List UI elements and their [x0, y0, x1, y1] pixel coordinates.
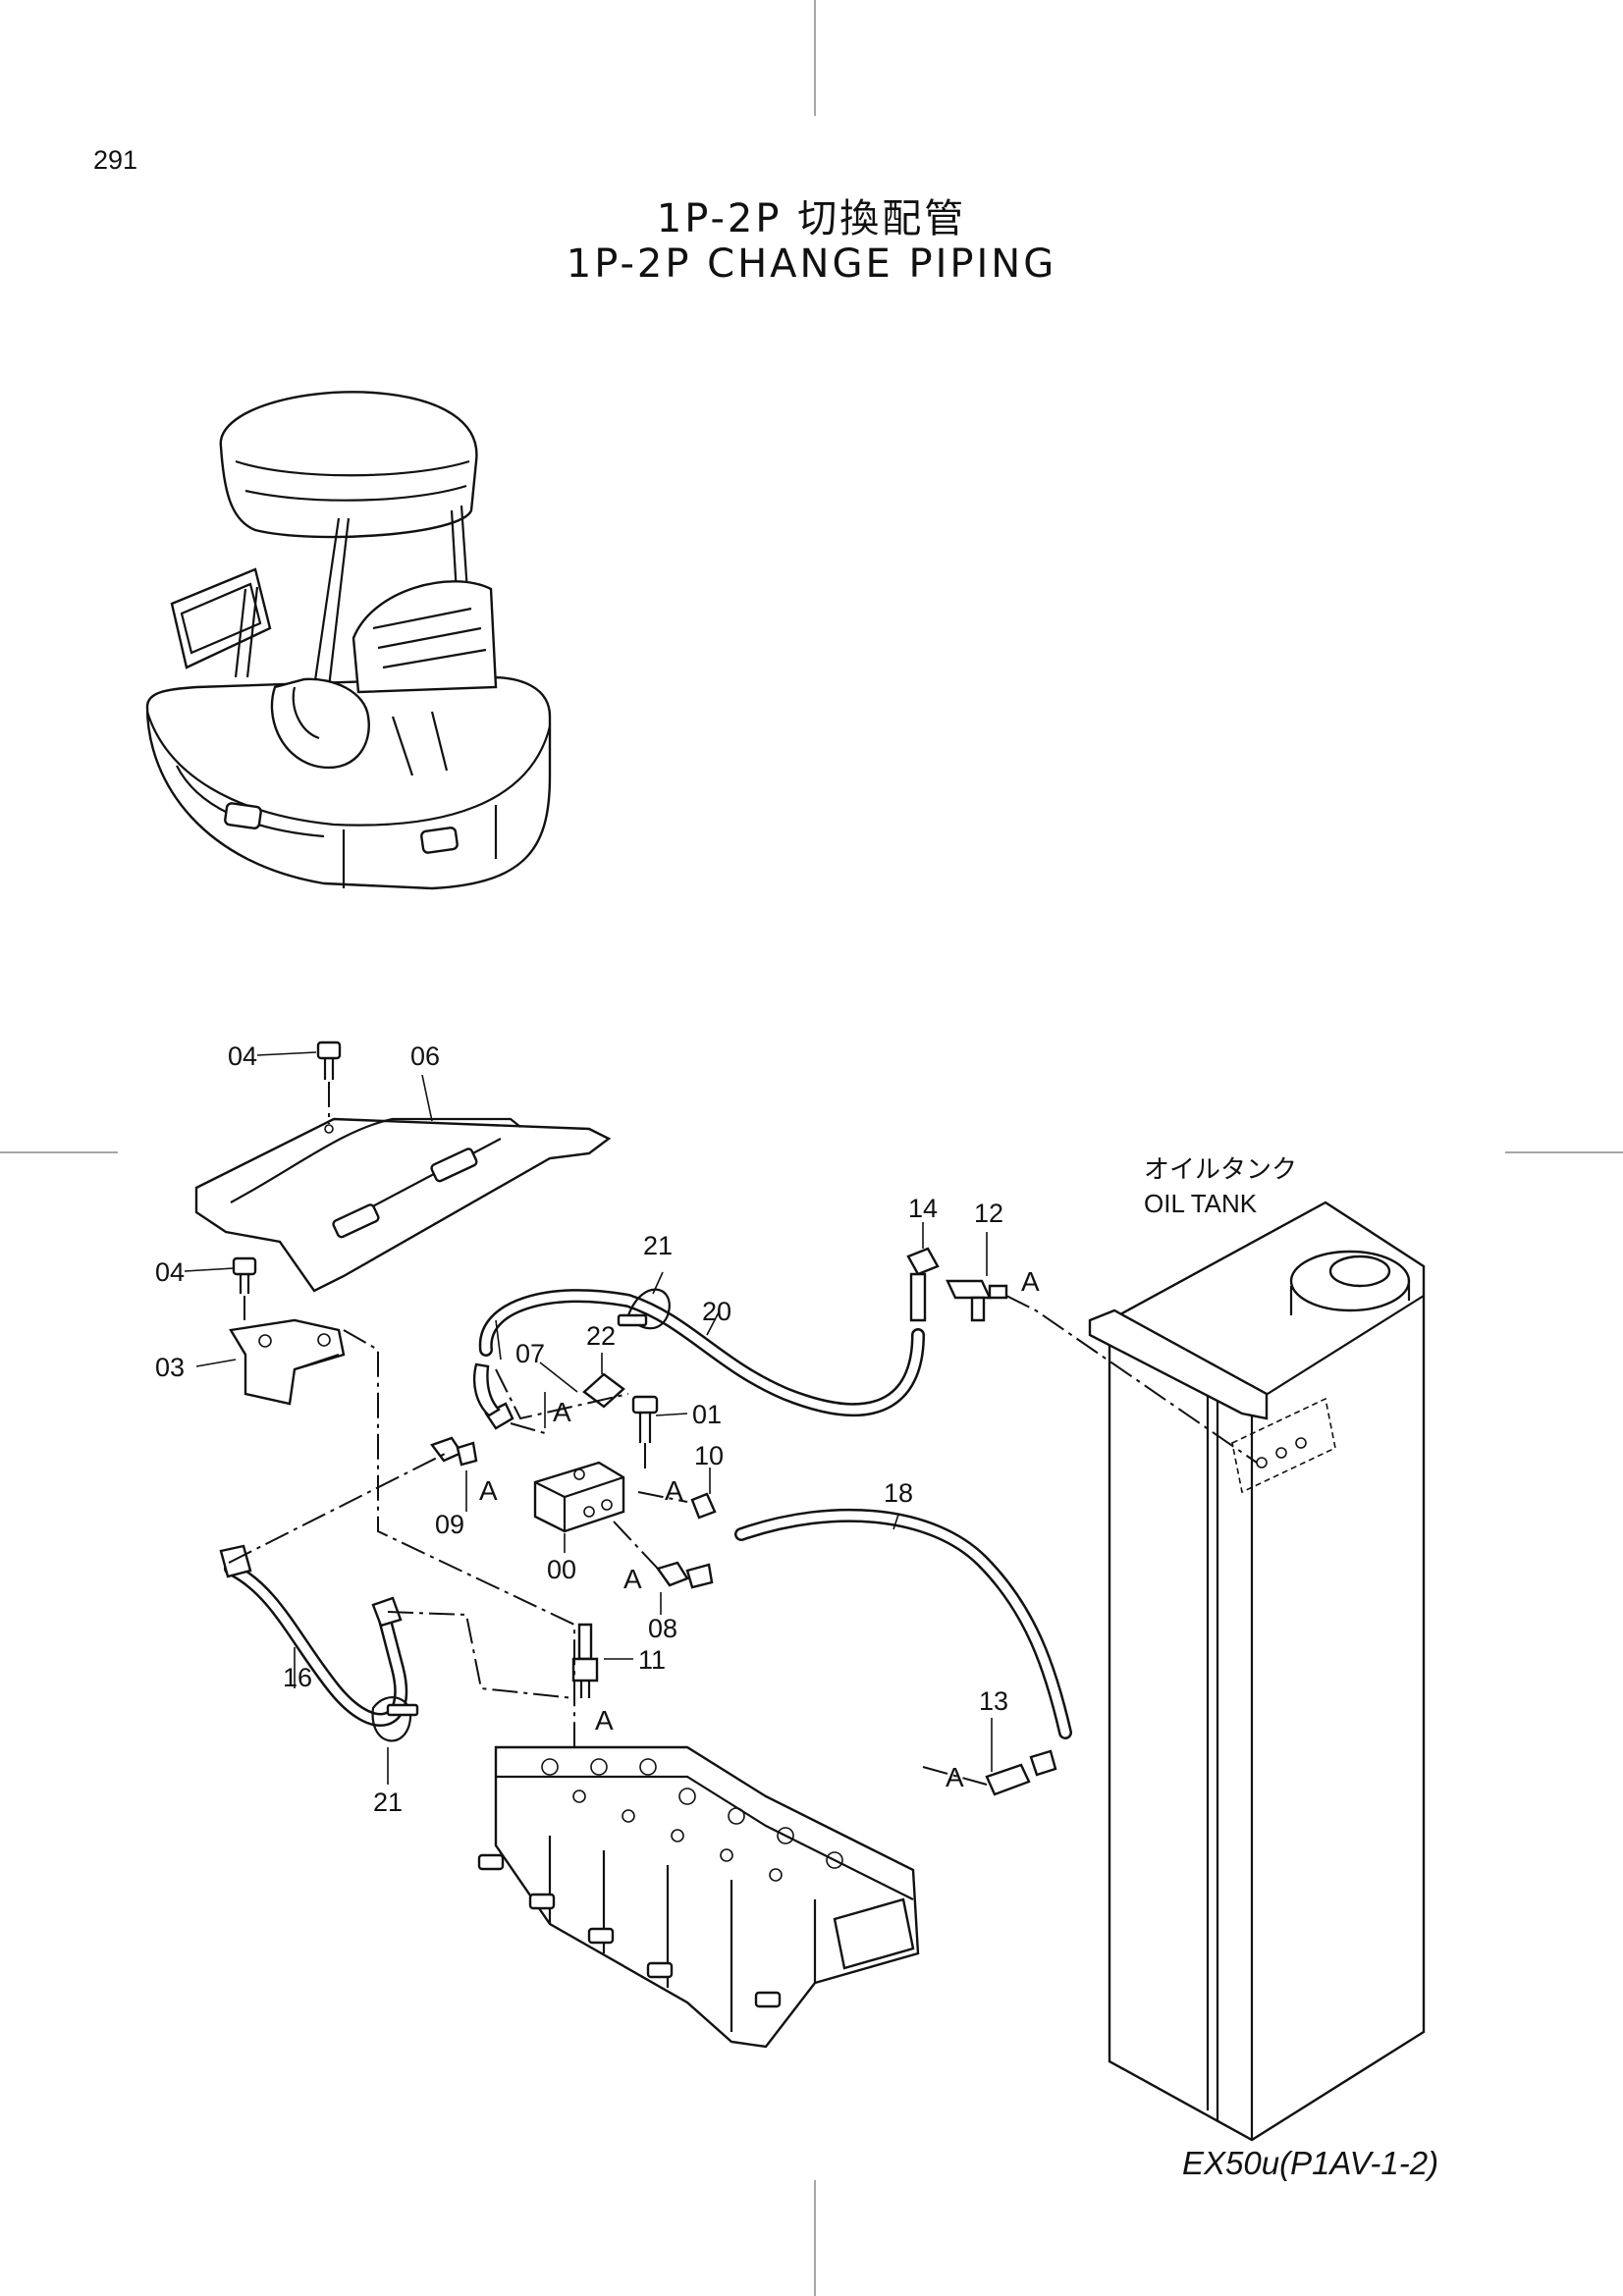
- excavator-overview-illustration: [145, 391, 552, 890]
- bolt-04-upper: [316, 1041, 342, 1124]
- adapter-11: [571, 1623, 599, 1698]
- section-mark-a-08: A: [623, 1564, 642, 1594]
- hose-16: [219, 1544, 408, 1727]
- hose-20: [478, 1289, 925, 1417]
- section-mark-a-11: A: [595, 1705, 614, 1735]
- section-mark-a-10: A: [665, 1475, 683, 1506]
- page-number: 291: [93, 145, 138, 175]
- callout-22: 22: [586, 1321, 616, 1351]
- section-mark-a-09: A: [479, 1475, 498, 1506]
- assembly-centerlines: [228, 1295, 1258, 1786]
- callout-12: 12: [974, 1199, 1003, 1228]
- bolt-01: [631, 1395, 659, 1470]
- plug-10: [690, 1492, 717, 1520]
- oil-tank-label-jp: オイルタンク: [1144, 1154, 1297, 1184]
- cover-plate-06: [194, 1117, 612, 1293]
- callout-21-lower: 21: [373, 1788, 403, 1817]
- bracket-03: [229, 1318, 346, 1406]
- callout-01: 01: [692, 1400, 722, 1429]
- elbow-14: [906, 1247, 940, 1322]
- callout-08: 08: [648, 1614, 677, 1643]
- callout-03: 03: [155, 1353, 185, 1382]
- callout-04-lower: 04: [155, 1257, 185, 1287]
- section-a-marks: A A A A A A A: [479, 1266, 1040, 1792]
- callout-20: 20: [702, 1297, 731, 1326]
- section-mark-a-13: A: [946, 1762, 964, 1792]
- oil-tank-label: オイルタンク OIL TANK: [1144, 1154, 1297, 1218]
- control-valve-assembly: [477, 1745, 920, 2049]
- oil-tank: [1088, 1201, 1426, 2142]
- page-title-english: 1P-2P CHANGE PIPING: [566, 241, 1057, 287]
- callout-00: 00: [547, 1555, 576, 1584]
- callout-13: 13: [979, 1686, 1008, 1716]
- bolt-04-lower: [232, 1256, 257, 1320]
- elbow-07: [472, 1362, 514, 1430]
- elbow-09: [430, 1436, 478, 1467]
- part-callouts: 04 06 04 03 21 20 22 07 01 10 09 00 08 1…: [155, 1041, 1008, 1817]
- oil-tank-label-en: OIL TANK: [1144, 1189, 1258, 1218]
- callout-07: 07: [515, 1339, 545, 1368]
- clamp-21-lower: [371, 1696, 419, 1742]
- hose-18: [734, 1508, 1072, 1739]
- clamp-21-upper: [617, 1288, 671, 1330]
- section-mark-a-07: A: [553, 1397, 571, 1427]
- callout-10: 10: [694, 1441, 724, 1470]
- callout-16: 16: [283, 1663, 312, 1692]
- adapter-12: [946, 1279, 1008, 1322]
- callout-04-upper: 04: [228, 1041, 257, 1071]
- callout-09: 09: [435, 1510, 464, 1539]
- callout-18: 18: [884, 1478, 913, 1508]
- callout-11: 11: [638, 1645, 666, 1675]
- callout-06: 06: [410, 1041, 440, 1071]
- switch-valve-block-00: [533, 1461, 625, 1533]
- page-title-japanese: 1P-2P 切換配管: [656, 196, 967, 241]
- section-mark-a-12: A: [1021, 1266, 1040, 1297]
- leader-lines: [184, 1051, 993, 1785]
- callout-14: 14: [908, 1194, 938, 1223]
- callout-21-upper: 21: [643, 1231, 673, 1260]
- model-code: EX50u(P1AV-1-2): [1182, 2145, 1439, 2181]
- adapter-13: [985, 1749, 1057, 1796]
- elbow-08: [656, 1561, 714, 1589]
